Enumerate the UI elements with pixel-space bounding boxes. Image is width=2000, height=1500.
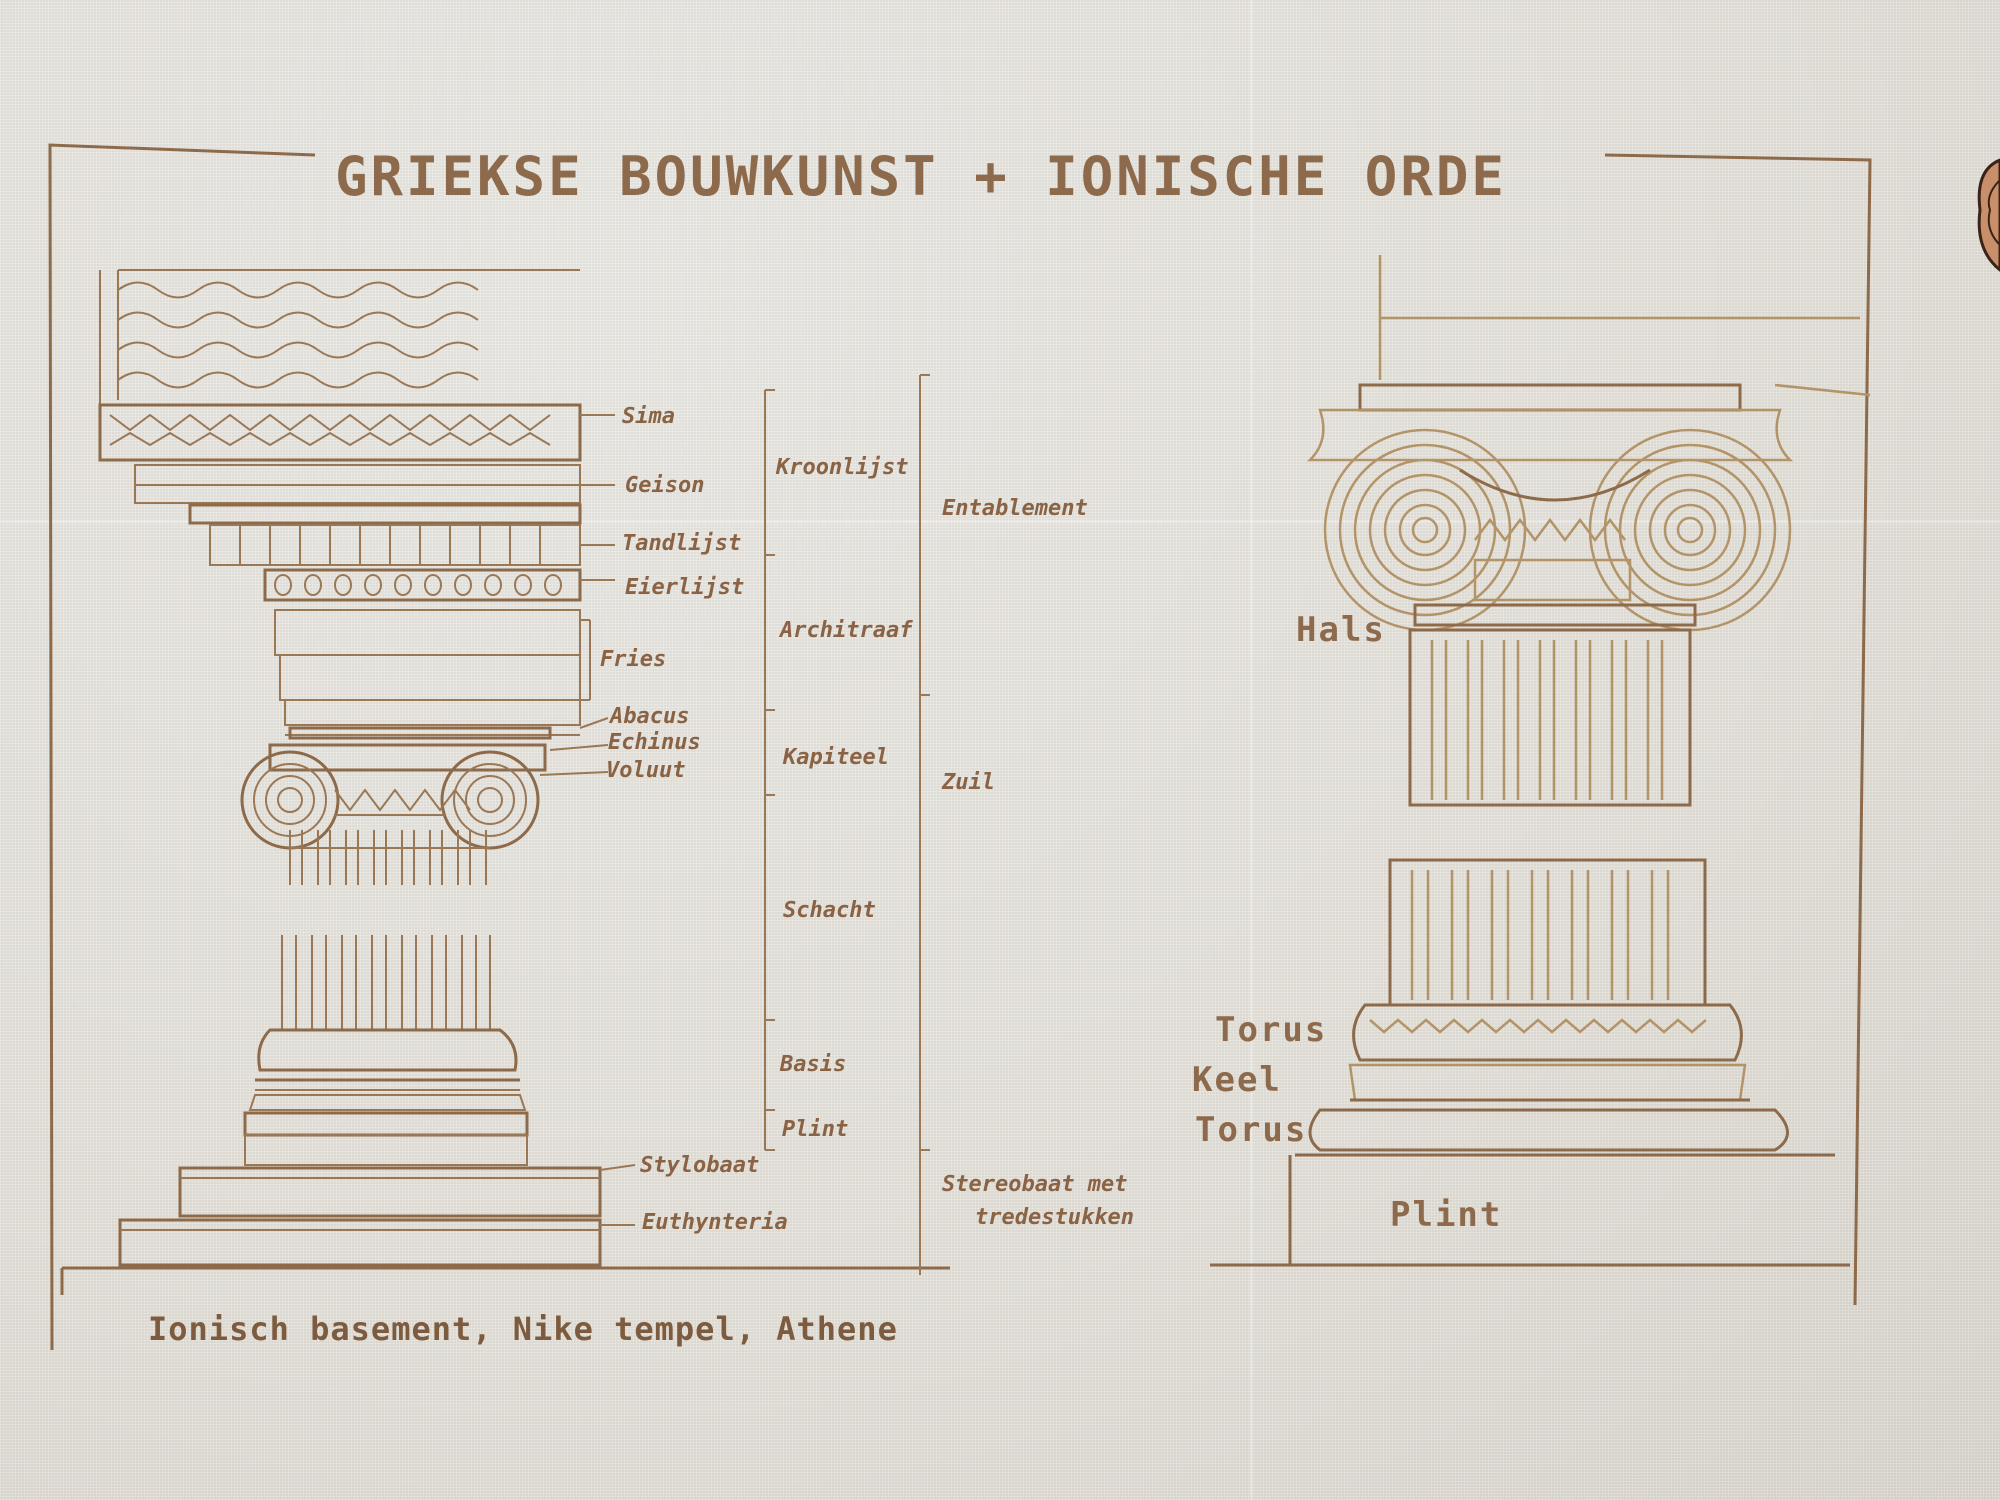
label-plint-left: Plint [782,1117,849,1142]
label-torus-bottom: Torus [1195,1110,1308,1150]
frame [48,143,1872,1351]
label-geison: Geison [625,473,705,498]
label-zuil: Zuil [942,770,995,795]
left-capital [240,726,552,885]
label-torus-top: Torus [1215,1010,1328,1050]
left-entablature [98,269,582,736]
label-keel: Keel [1192,1060,1282,1100]
label-echinus: Echinus [608,730,701,755]
left-base [118,935,602,1267]
label-entablement: Entablement [942,496,1088,521]
label-fries: Fries [600,647,667,672]
label-euthynteria: Euthynteria [642,1210,788,1235]
label-stylobaat: Stylobaat [640,1153,760,1178]
label-basis: Basis [780,1052,847,1077]
label-hals: Hals [1296,610,1386,650]
fabric-fold [0,520,2000,523]
label-kapiteel: Kapiteel [783,745,889,770]
label-schacht: Schacht [783,898,876,923]
caption: Ionisch basement, Nike tempel, Athene [148,1310,898,1348]
label-eierlijst: Eierlijst [625,575,745,600]
label-architraaf: Architraaf [780,618,913,643]
label-kroonlijst: Kroonlijst [776,455,909,480]
label-leaders [539,374,930,1275]
label-abacus: Abacus [610,704,690,729]
right-capital [1306,255,1871,807]
label-stereobaat-line2: tredestukken [975,1205,1134,1230]
page-title: GRIEKSE BOUWKUNST + IONISCHE ORDE [335,145,1507,208]
label-sima: Sima [622,404,675,429]
label-tandlijst: Tandlijst [622,531,742,556]
label-plint-right: Plint [1390,1195,1503,1235]
fabric-fold [1250,0,1253,1500]
butterfly-embroidery [1970,150,2000,280]
right-base [1288,858,1835,1265]
label-stereobaat-line1: Stereobaat met [942,1172,1128,1197]
label-voluut: Voluut [606,758,686,783]
